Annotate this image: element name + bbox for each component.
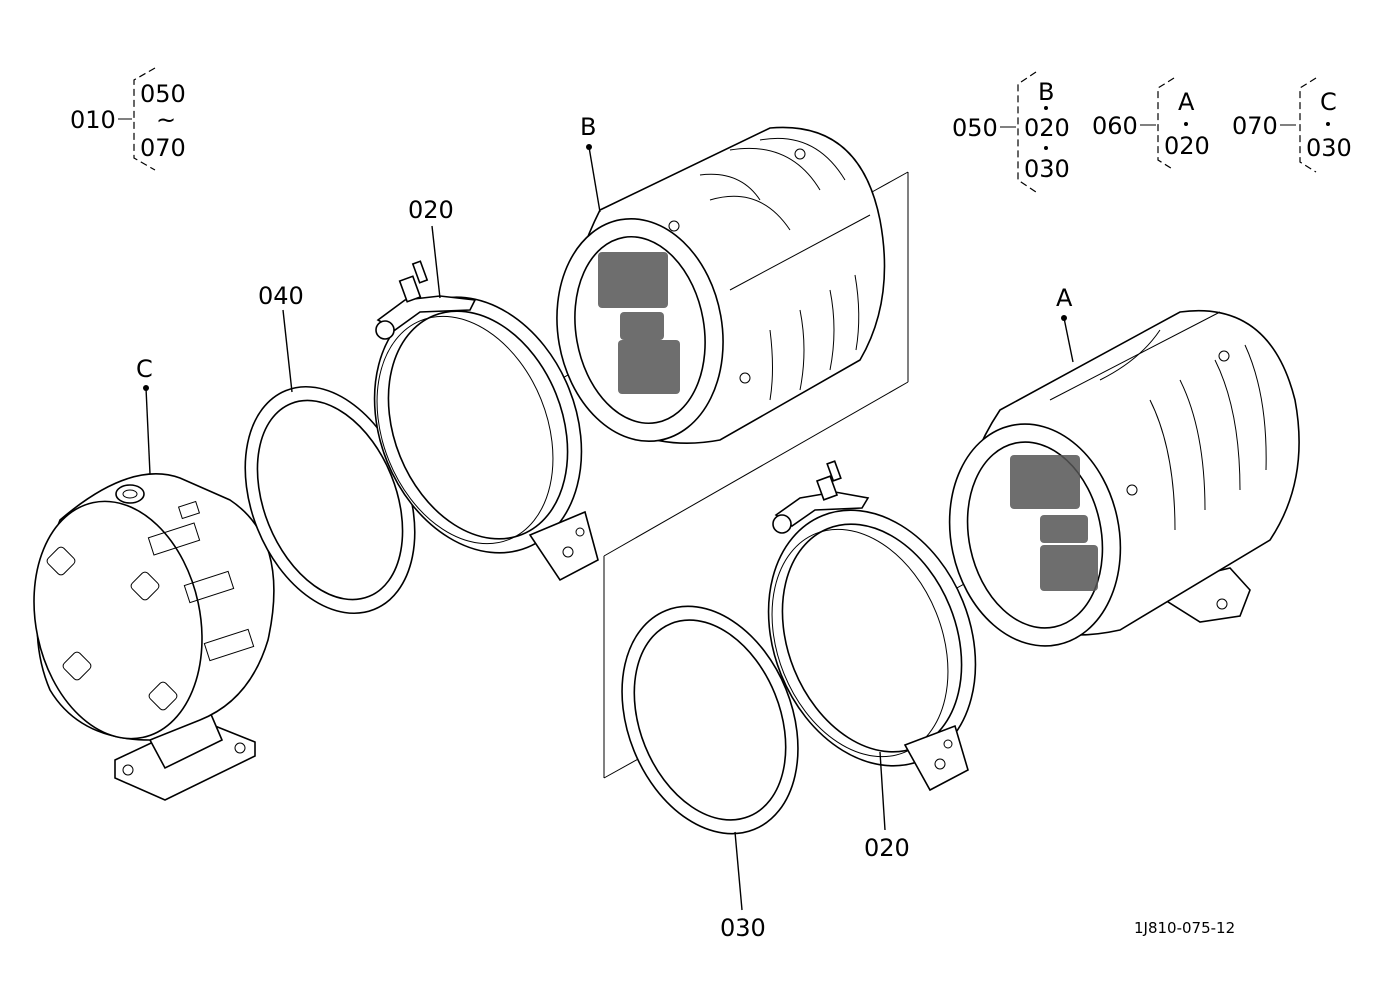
leader-lines bbox=[143, 144, 1074, 911]
group-070-member-1: C bbox=[1320, 88, 1337, 116]
group-070-member-2: 030 bbox=[1306, 134, 1352, 162]
gasket-040 bbox=[244, 385, 416, 615]
group-060-member-1: A bbox=[1178, 88, 1195, 116]
assembly-divider-lines bbox=[603, 171, 909, 779]
group-050-member-1: B bbox=[1038, 78, 1054, 106]
callout-labels: B A C 020 040 030 020 bbox=[136, 113, 1073, 942]
group-050-member-2: 020 bbox=[1024, 114, 1070, 142]
group-060-member-2: 020 bbox=[1164, 132, 1210, 160]
part-a-canister bbox=[948, 310, 1300, 647]
part-b-canister bbox=[556, 126, 886, 444]
clamp-020-upper bbox=[373, 260, 599, 582]
group-010-range-mark: ~ bbox=[156, 106, 176, 134]
callout-gasket-040: 040 bbox=[258, 282, 304, 310]
group-060: 060 A 020 bbox=[1092, 77, 1210, 171]
callout-clamp-020-lower: 020 bbox=[864, 834, 910, 862]
group-050-parent: 050 bbox=[952, 114, 998, 142]
group-050: 050 B 020 030 bbox=[952, 71, 1070, 193]
group-010-parent: 010 bbox=[70, 106, 116, 134]
drawing-number: 1J810-075-12 bbox=[1134, 919, 1235, 937]
group-010-member-1: 050 bbox=[140, 80, 186, 108]
callout-a: A bbox=[1056, 284, 1073, 312]
group-010-member-2: 070 bbox=[140, 134, 186, 162]
group-060-parent: 060 bbox=[1092, 112, 1138, 140]
callout-clamp-020-upper: 020 bbox=[408, 196, 454, 224]
group-070-parent: 070 bbox=[1232, 112, 1278, 140]
clamp-020-lower bbox=[767, 460, 977, 792]
part-c-end-cap bbox=[33, 473, 275, 801]
callout-gasket-030: 030 bbox=[720, 914, 766, 942]
gasket-030 bbox=[621, 605, 799, 835]
callout-b: B bbox=[580, 113, 596, 141]
group-010: 010 050 ~ 070 bbox=[70, 67, 186, 171]
group-070: 070 C 030 bbox=[1232, 77, 1352, 173]
callout-c: C bbox=[136, 355, 153, 383]
group-050-member-3: 030 bbox=[1024, 155, 1070, 183]
